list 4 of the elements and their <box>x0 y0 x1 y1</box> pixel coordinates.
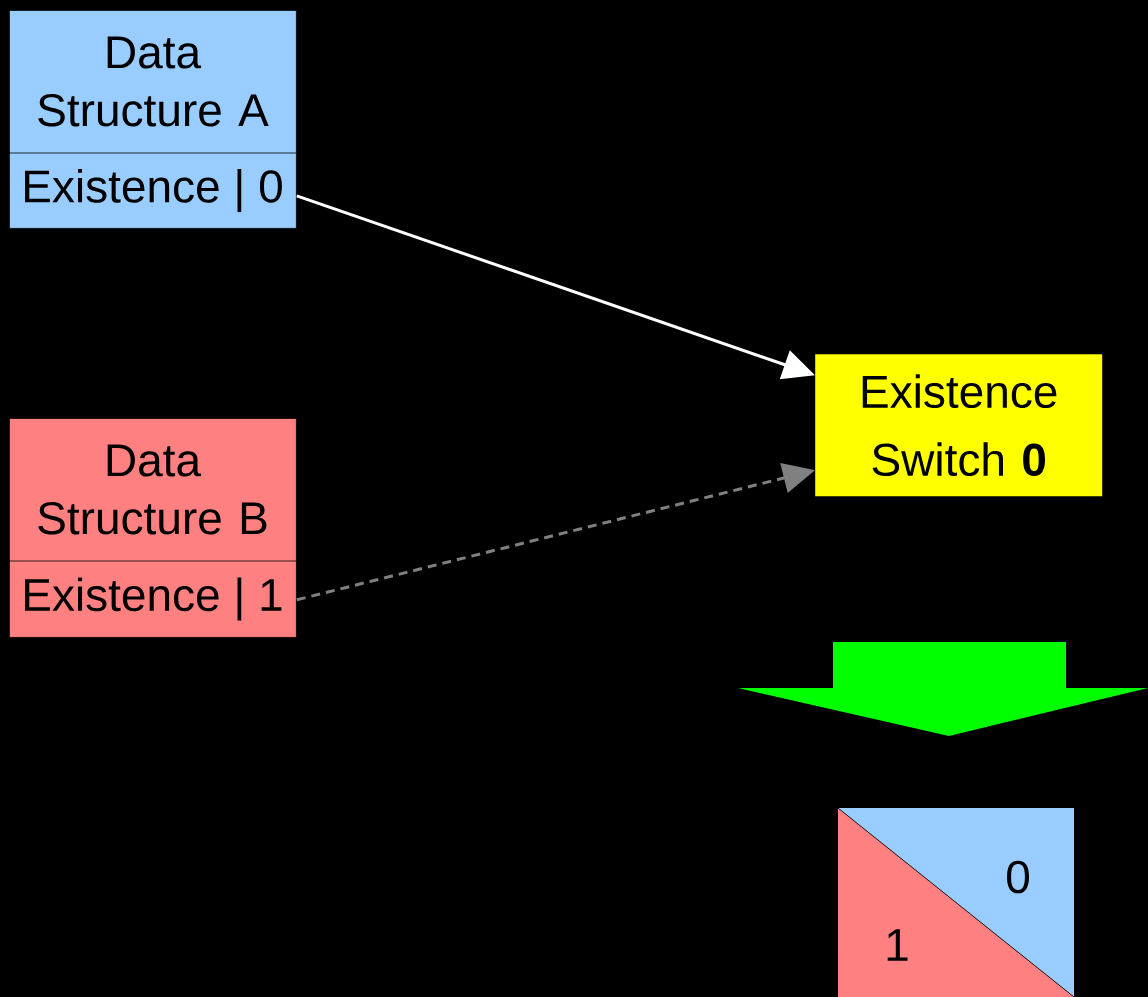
switch-box: Existence Switch 0 <box>815 354 1103 497</box>
record-box: Data Structure A Existence | 0 <box>8 10 297 229</box>
split-square: 0 1 <box>837 807 1075 997</box>
record-box: Data Structure B Existence | 1 <box>8 418 297 638</box>
